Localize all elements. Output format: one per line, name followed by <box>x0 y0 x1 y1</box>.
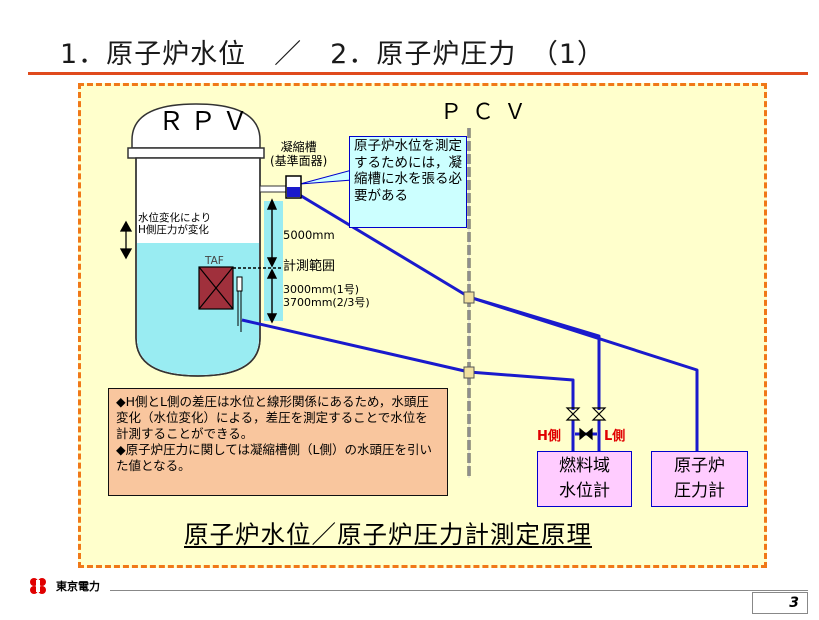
rpv-flange <box>127 147 265 159</box>
h-side-label: H側 <box>537 429 561 444</box>
dimension-arrows <box>266 198 278 324</box>
page-number: 3 <box>752 592 808 614</box>
rpv-dome <box>131 103 261 149</box>
range-band-upper <box>264 201 283 243</box>
footer-rule <box>110 590 808 591</box>
l-side-label: L側 <box>604 429 626 444</box>
fuel-zone-level-gauge: 燃料域 水位計 <box>537 451 632 507</box>
diagram-title: 原子炉水位／原子炉圧力計測定原理 <box>184 520 592 549</box>
dimension-lower: 3000mm(1号) 3700mm(2/3号) <box>283 283 370 309</box>
taf-label: TAF <box>205 255 224 267</box>
fuel-assembly-icon <box>198 266 234 310</box>
measurement-range-label: 計測範囲 <box>283 259 336 274</box>
water-level-note: 水位変化により H側圧力が変化 <box>138 212 212 236</box>
instrument-tube <box>236 276 243 292</box>
page-title: 1．原子炉水位 ／ 2．原子炉圧力 （1） <box>60 39 606 70</box>
callout-pointer <box>299 169 353 185</box>
note-line-1: ◆H側とL側の差圧は水位と線形関係にあるため，水頭圧変化（水位変化）による，差圧… <box>116 394 429 441</box>
tepco-logo <box>30 578 46 594</box>
note-line-2: ◆原子炉圧力に関しては凝縮槽側（L側）の水頭圧を引いた値となる。 <box>116 442 432 473</box>
pcv-label: ＰＣＶ <box>440 100 537 125</box>
condensation-tank-label: 凝縮槽 (基準面器) <box>270 140 328 168</box>
range-band-lower <box>264 243 283 321</box>
piping <box>241 192 699 451</box>
callout-box: 原子炉水位を測定するためには，凝縮槽に水を張る必要がある <box>349 136 467 228</box>
penetration-upper <box>463 291 475 304</box>
double-arrow-icon <box>119 220 133 260</box>
rpv-label: ＲＰＶ <box>158 107 255 137</box>
upper-nozzle <box>259 185 287 193</box>
penetration-lower <box>463 366 475 379</box>
company-name: 東京電力 <box>56 580 100 593</box>
explanation-box: ◆H側とL側の差圧は水位と線形関係にあるため，水頭圧変化（水位変化）による，差圧… <box>108 388 448 496</box>
reactor-pressure-gauge: 原子炉 圧力計 <box>651 451 748 507</box>
title-rule <box>28 72 808 75</box>
dimension-upper: 5000mm <box>283 228 335 242</box>
valve-icon <box>565 407 607 441</box>
